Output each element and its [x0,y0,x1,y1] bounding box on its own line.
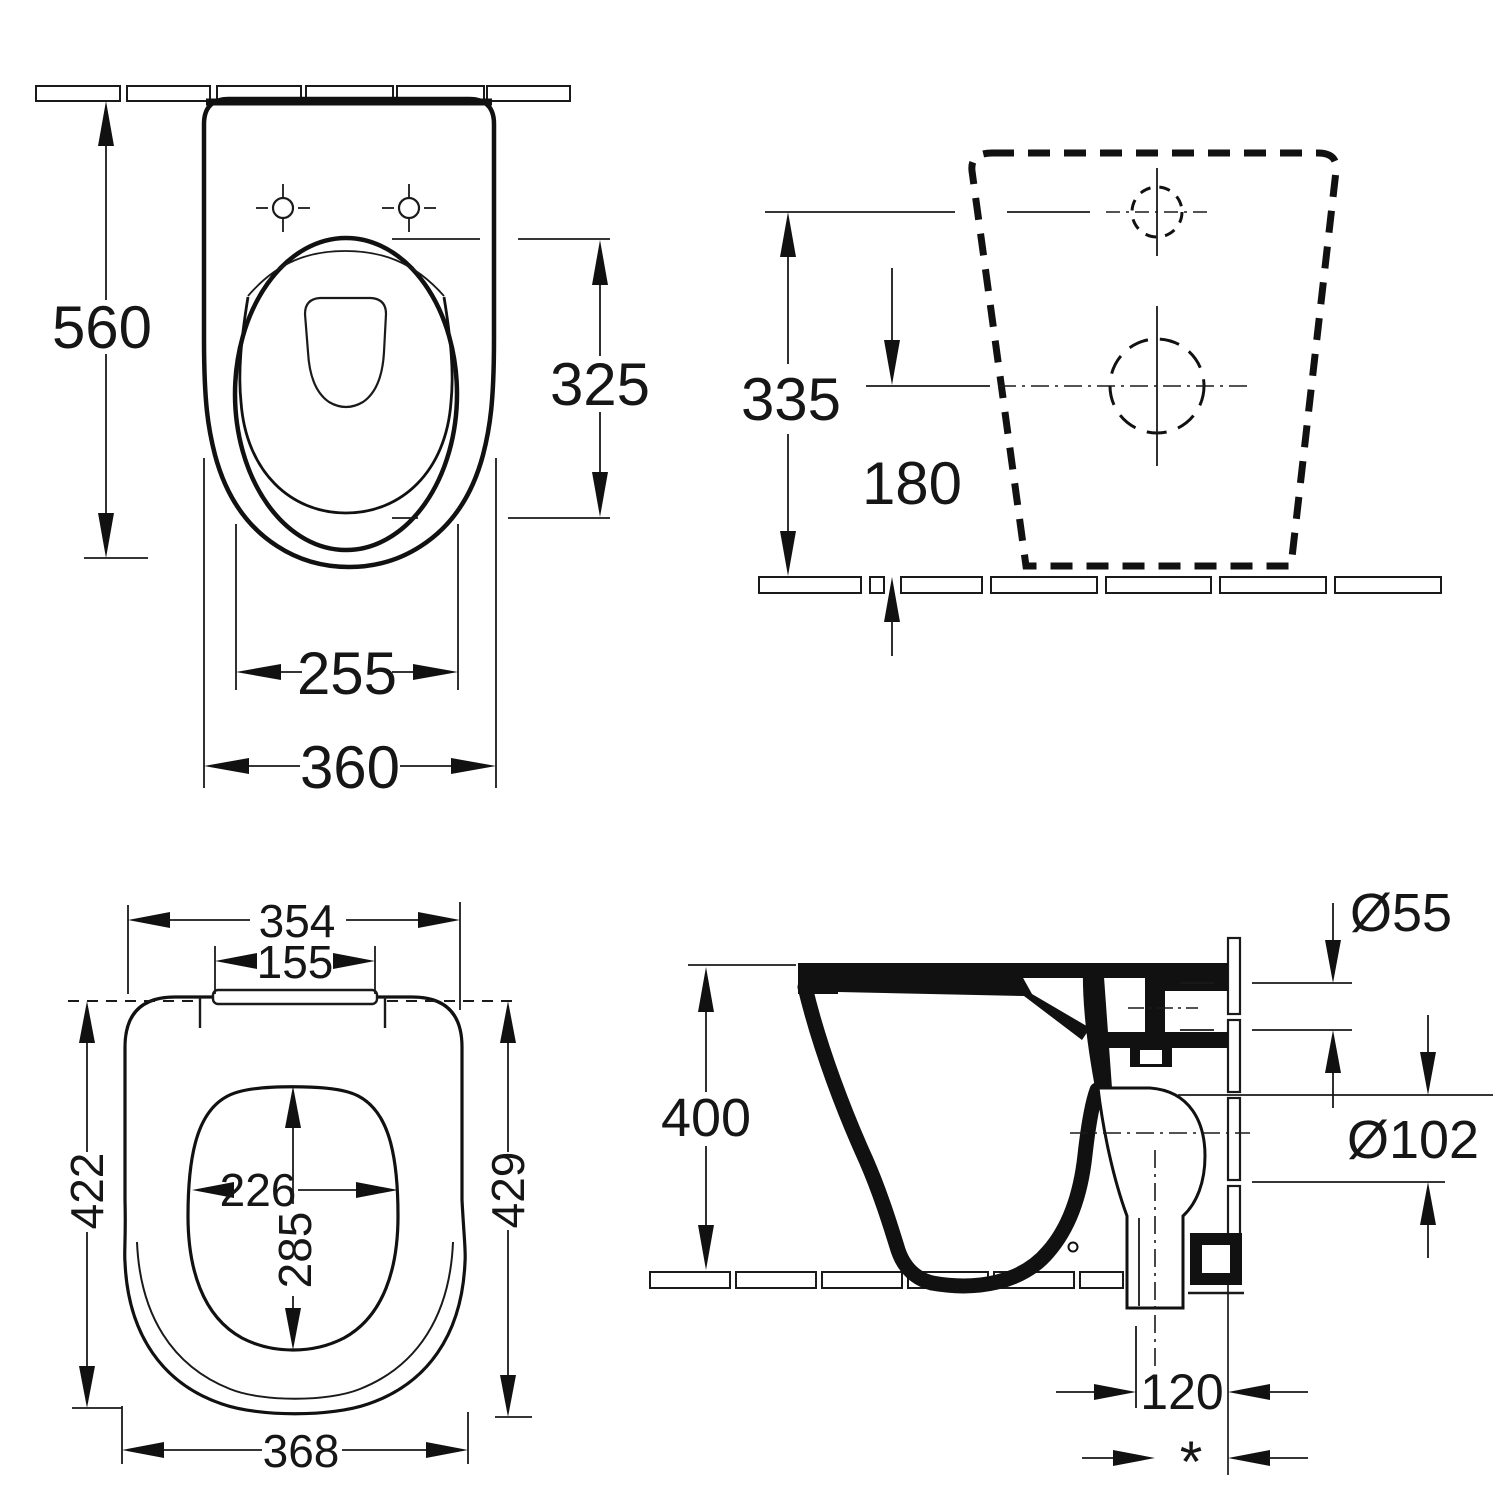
dim-variable-offset: * [1082,1430,1308,1495]
dim-hinge-width-label: 155 [257,936,334,988]
view-seat-plan: 354 155 422 429 [61,895,534,1477]
centerlines [1070,1007,1250,1372]
dim-opening-width-label: 226 [220,1164,297,1216]
dim-inlet-diameter-label: Ø55 [1350,883,1452,943]
screw-hole [1067,1241,1079,1253]
wall-fixing-block [1188,1233,1244,1295]
dim-variable-offset-label: * [1180,1430,1203,1495]
seat-lid-outline [123,995,467,1416]
dim-depth-label: 560 [52,294,152,361]
view-top-plan: 560 325 255 [35,85,650,801]
dim-seat-depth-left-422: 422 [61,1001,122,1409]
dim-outlet-height-label: 180 [862,450,962,517]
fixing-hole-left [256,184,310,232]
dim-width-label: 360 [300,734,400,801]
view-rear-elevation: 335 180 [741,149,1442,656]
bowl-outer-rim [232,235,460,553]
hinge-bar [211,988,379,1006]
dim-seat-depth-right-429: 429 [482,1001,534,1418]
dim-seat-bottom-width-label: 368 [263,1425,340,1477]
fixing-hole-right [382,184,436,232]
dim-outlet-diameter-label: Ø102 [1347,1110,1479,1170]
dim-bowl-depth-325: 325 [392,238,650,519]
dim-inlet-diameter-55: Ø55 [1180,883,1452,1108]
dim-height-400: 400 [661,964,796,1270]
seat-ring-inner-edge [136,1241,454,1400]
dim-bowl-width-255: 255 [235,524,459,707]
seat-opening [186,1085,400,1352]
floor-tiles-rear [758,576,1442,594]
outlet-pipe [1096,1086,1207,1310]
dim-bowl-depth-label: 325 [550,351,650,418]
dim-opening-depth-285: 285 [269,1086,321,1350]
dim-seat-depth-left-label: 422 [61,1153,113,1230]
inlet-hole-marker [1106,168,1208,256]
dim-outlet-height-180: 180 [862,268,990,656]
outlet-hole-marker [998,306,1248,466]
floor-tiles-side [649,1271,1124,1289]
dim-outlet-offset-120: 120 [1056,1326,1308,1420]
dim-outlet-offset-label: 120 [1140,1364,1223,1420]
dim-seat-top-width-label: 354 [259,895,336,947]
bowl-inner-rim [238,296,454,515]
dim-inlet-height-335: 335 [741,211,1090,576]
dim-bowl-width-label: 255 [297,640,397,707]
rim-crescent [247,250,445,297]
dim-seat-bottom-width-368: 368 [121,1406,469,1477]
wall-panel [1226,936,1242,1475]
dim-opening-width-226: 226 [192,1164,398,1216]
toilet-body-outline [201,96,497,570]
dim-outlet-diameter-102: Ø102 [1178,1015,1493,1258]
view-side-section: 400 Ø55 Ø102 [649,883,1493,1495]
dim-depth-560: 560 [52,101,152,559]
dim-height-label: 400 [661,1088,751,1148]
hidden-body-outline [968,149,1340,570]
dim-seat-depth-right-label: 429 [482,1152,534,1229]
dim-seat-top-width-354: 354 [127,895,461,1010]
dim-opening-depth-label: 285 [269,1212,321,1289]
toilet-section-body [797,963,1228,1294]
dim-hinge-width-155: 155 [214,936,376,994]
dim-inlet-height-label: 335 [741,366,841,433]
dim-width-360: 360 [203,458,497,801]
flush-outlet-shape [303,296,388,409]
